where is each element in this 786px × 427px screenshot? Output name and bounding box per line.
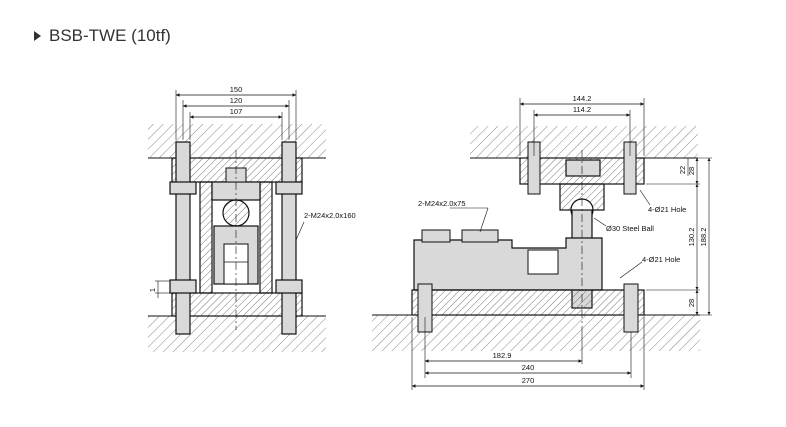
right-base-plate <box>411 289 645 316</box>
right-body-bolt-2 <box>461 229 499 243</box>
left-inner-wall-left <box>199 181 213 294</box>
left-bottom-plate <box>171 292 303 317</box>
dim-107: 107 <box>230 107 243 116</box>
right-body-window <box>527 249 559 275</box>
left-bolt-right <box>281 141 297 335</box>
dim-28a: 28 <box>687 167 696 175</box>
left-bolt-left <box>175 141 191 335</box>
dim-270: 270 <box>522 376 535 385</box>
left-bolt-label: 2-M24x2.0x160 <box>304 211 356 220</box>
dim-22: 22 <box>678 166 687 174</box>
right-body-bolt-1 <box>421 229 451 243</box>
right-top-cap <box>565 159 601 177</box>
dim-28b: 28 <box>687 299 696 307</box>
dim-114: 114.2 <box>573 105 591 114</box>
dim-144: 144.2 <box>573 94 592 103</box>
right-bolt-label: 2-M24x2.0x75 <box>418 199 466 208</box>
right-view: 144.2 114.2 22 28 130.2 188.2 28 182.9 2… <box>372 94 712 390</box>
dim-240: 240 <box>522 363 535 372</box>
left-inner-wall-right <box>259 181 273 294</box>
left-nut-tl <box>169 181 197 195</box>
page-title: BSB-TWE (10tf) <box>34 26 171 46</box>
left-nut-tr <box>275 181 303 195</box>
left-bottom-ground <box>148 316 326 352</box>
dim-130: 130.2 <box>687 228 696 247</box>
dim-1: 1 <box>148 288 157 292</box>
left-top-ground <box>148 124 326 158</box>
triangle-bullet-icon <box>34 31 41 41</box>
dim-150: 150 <box>230 85 243 94</box>
right-top-ground <box>470 126 698 158</box>
page-title-text: BSB-TWE (10tf) <box>49 26 171 45</box>
dim-188: 188.2 <box>699 228 708 247</box>
right-hole-bottom-label: 4-Ø21 Hole <box>642 255 680 264</box>
left-nut-br <box>275 279 303 294</box>
left-view: 150 120 107 2-M24x2.0x160 1 <box>148 85 356 352</box>
right-ball-label: Ø30 Steel Ball <box>606 224 654 233</box>
right-base-bolt-right <box>623 283 639 333</box>
left-nut-bl <box>169 279 197 294</box>
dim-120: 120 <box>230 96 243 105</box>
dim-182: 182.9 <box>493 351 512 360</box>
right-main-body <box>413 237 603 291</box>
right-hole-top-label: 4-Ø21 Hole <box>648 205 686 214</box>
